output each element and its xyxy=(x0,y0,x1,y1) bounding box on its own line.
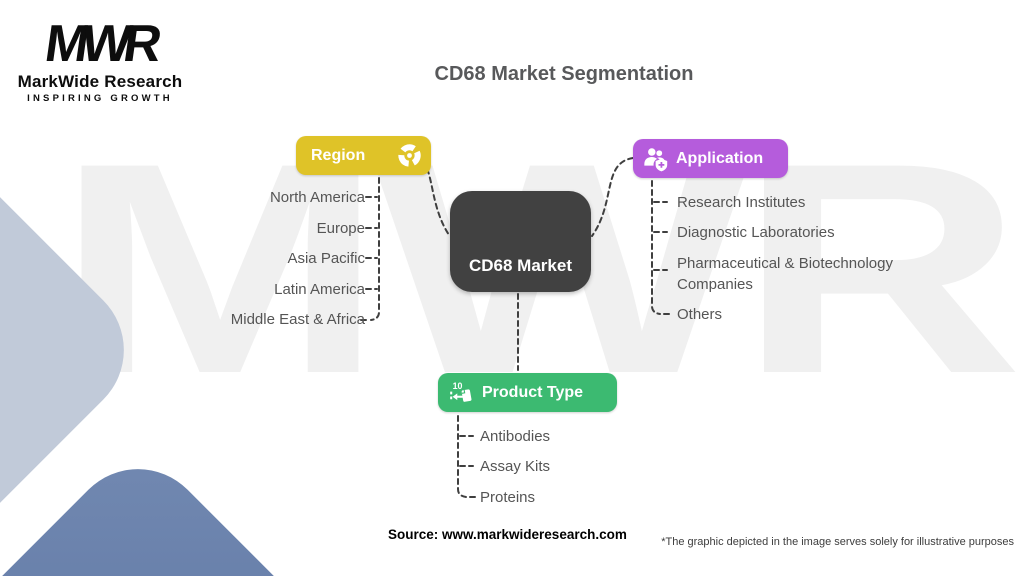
application-pill-label: Application xyxy=(676,149,764,167)
source-credit: Source: www.markwideresearch.com xyxy=(388,527,627,542)
product-type-pill-label: Product Type xyxy=(482,383,584,401)
globe-icon xyxy=(396,142,423,169)
region-pill-label: Region xyxy=(311,146,366,164)
product-item-ticks xyxy=(459,435,478,498)
leaf-assay-kits: Assay Kits xyxy=(480,458,551,475)
center-node-label: CD68 Market xyxy=(469,256,572,275)
center-node-cd68-market: CD68 Market xyxy=(450,191,591,292)
branch-pill-region: Region xyxy=(296,136,431,175)
logo-company-name: MarkWide Research xyxy=(17,72,183,91)
markwide-research-logo: MWR MarkWide Research INSPIRING GROWTH xyxy=(16,15,184,104)
binary-to-product-icon: 10 xyxy=(447,379,475,407)
leaf-research-institutes: Research Institutes xyxy=(677,194,806,211)
decor-diamond-dark xyxy=(0,440,421,576)
leaf-middle-east-africa: Middle East & Africa xyxy=(230,311,365,328)
leaf-proteins: Proteins xyxy=(480,489,536,506)
leaf-latin-america: Latin America xyxy=(274,281,365,298)
leaf-antibodies: Antibodies xyxy=(480,428,551,445)
disclaimer-note: *The graphic depicted in the image serve… xyxy=(661,536,1014,548)
leaf-diagnostic-laboratories: Diagnostic Laboratories xyxy=(677,224,835,241)
logo-monogram: MWR xyxy=(41,15,159,73)
users-medical-shield-icon xyxy=(642,145,670,173)
branch-pill-application: Application xyxy=(633,139,788,178)
page-title: CD68 Market Segmentation xyxy=(434,63,694,85)
leaf-europe: Europe xyxy=(316,220,365,237)
leaf-others: Others xyxy=(677,306,723,323)
leaf-north-america: North America xyxy=(269,189,365,206)
svg-text:10: 10 xyxy=(453,380,463,390)
logo-tagline: INSPIRING GROWTH xyxy=(27,93,173,104)
branch-pill-product-type: 10 Product Type xyxy=(438,373,617,412)
leaf-pharma-biotech-companies: Pharmaceutical & Biotechnology Companies xyxy=(677,255,893,293)
leaf-asia-pacific: Asia Pacific xyxy=(287,250,365,267)
